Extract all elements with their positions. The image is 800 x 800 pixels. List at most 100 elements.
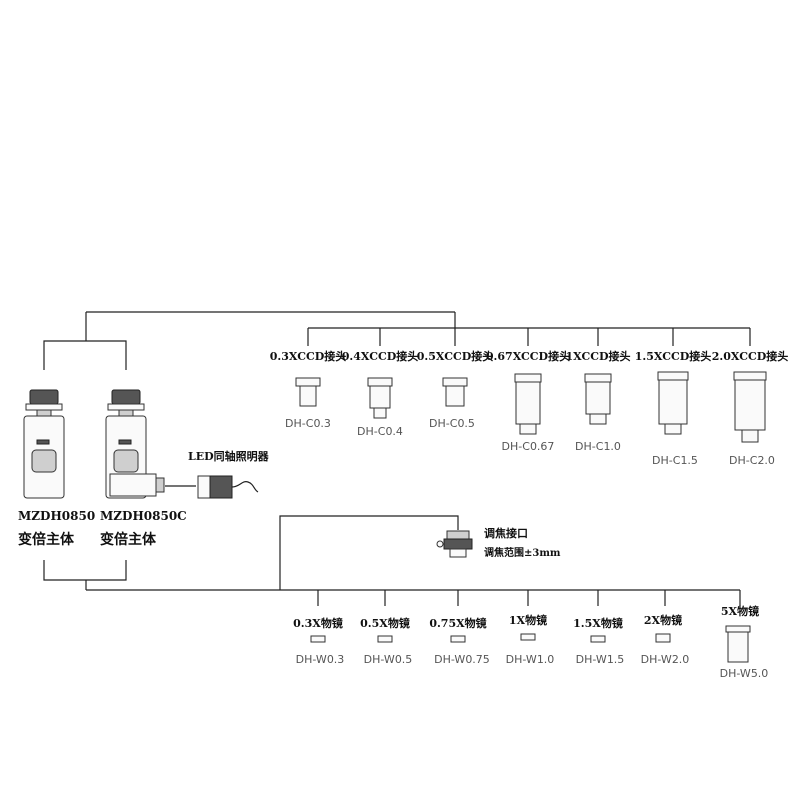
ccd-adapter-2.0x: 2.0XCCD接头 DH-C2.0: [712, 349, 789, 467]
ccd-code: DH-C0.67: [502, 440, 555, 453]
ccd-code: DH-C2.0: [729, 454, 775, 467]
objective-0.3x: 0.3X物镜 DH-W0.3: [293, 616, 344, 666]
ccd-label: 1.5XCCD接头: [635, 349, 712, 363]
objective-code: DH-W1.0: [506, 653, 555, 666]
objective-ring: [450, 635, 466, 643]
ccd-label: 2.0XCCD接头: [712, 349, 789, 363]
ccd-thread: [589, 413, 607, 425]
ccd-code: DH-C1.0: [575, 440, 621, 453]
ccd-thread: [373, 407, 387, 419]
objective-cap: [725, 625, 751, 633]
led-front: [197, 475, 211, 499]
ccd-thread: [741, 429, 759, 443]
ccd-barrel: [445, 385, 465, 407]
ccd-barrel: [369, 385, 391, 409]
objective-2x: 2X物镜 DH-W2.0: [641, 613, 690, 666]
ccd-cap: [657, 371, 689, 381]
objective-1x: 1X物镜 DH-W1.0: [506, 613, 555, 666]
ccd-cap: [295, 377, 321, 387]
objective-0.5x: 0.5X物镜 DH-W0.5: [360, 616, 412, 666]
zoom-body-1: MZDH0850 变倍主体: [18, 389, 95, 548]
ccd-barrel: [658, 379, 688, 425]
led-label: LED同轴照明器: [188, 449, 270, 463]
ccd-cap: [584, 373, 612, 383]
ccd-cap: [733, 371, 767, 381]
ccd-adapter-0.5x: 0.5XCCD接头 DH-C0.5: [417, 349, 494, 430]
led-cable: [231, 481, 259, 493]
focus-adapter-range: 调焦范围±3mm: [484, 546, 561, 559]
focus-adapter-title: 调焦接口: [484, 526, 528, 540]
objective-label: 1X物镜: [509, 613, 547, 627]
focus-link: [279, 515, 459, 590]
focus-adapter-bottom: [449, 548, 467, 558]
ccd-label: 0.67XCCD接头: [486, 349, 570, 363]
ccd-barrel: [299, 385, 317, 407]
ccd-barrel: [585, 381, 611, 415]
objective-ring: [310, 635, 326, 643]
ccd-adapter-0.67x: 0.67XCCD接头 DH-C0.67: [486, 349, 570, 453]
ccd-code: DH-C1.5: [652, 454, 698, 467]
ccd-label: 0.3XCCD接头: [270, 349, 347, 363]
objective-5x: 5X物镜 DH-W5.0: [720, 604, 769, 680]
ccd-cap: [514, 373, 542, 383]
ccd-adapter-0.4x: 0.4XCCD接头 DH-C0.4: [342, 349, 419, 438]
ccd-label: 0.4XCCD接头: [342, 349, 419, 363]
objective-label: 2X物镜: [644, 613, 682, 627]
objective-code: DH-W0.75: [434, 653, 490, 666]
body-1-collar: [25, 403, 63, 411]
body-1-knob: [29, 389, 59, 405]
body-2-name: 变倍主体: [100, 531, 157, 548]
body-2-zoom-ring: [113, 449, 139, 473]
body-2-knob: [111, 389, 141, 405]
ccd-cap: [442, 377, 468, 387]
objective-ring: [520, 633, 536, 641]
body-join-top: [43, 340, 127, 370]
objective-code: DH-W5.0: [720, 667, 769, 680]
body-2-collar: [107, 403, 145, 411]
ccd-label: 0.5XCCD接头: [417, 349, 494, 363]
body-1-zoom-ring: [31, 449, 57, 473]
led-illuminator: LED同轴照明器: [188, 449, 270, 499]
objective-label: 5X物镜: [721, 604, 759, 618]
ccd-barrel: [515, 381, 541, 425]
ccd-barrel: [734, 379, 766, 431]
body-join-bottom: [43, 560, 127, 581]
objective-label: 1.5X物镜: [573, 616, 623, 630]
ccd-code: DH-C0.4: [357, 425, 403, 438]
ccd-adapter-1.5x: 1.5XCCD接头 DH-C1.5: [635, 349, 712, 467]
objective-code: DH-W0.3: [296, 653, 345, 666]
body-1-name: 变倍主体: [18, 531, 75, 548]
objective-code: DH-W0.5: [364, 653, 413, 666]
ccd-code: DH-C0.3: [285, 417, 331, 430]
objective-label: 0.75X物镜: [429, 616, 486, 630]
focus-adapter-ring: [443, 538, 473, 550]
body-2-coaxial-port: [109, 473, 157, 497]
body-2-neck: [118, 409, 134, 417]
objective-label: 0.3X物镜: [293, 616, 343, 630]
objectives: 0.3X物镜 DH-W0.3 0.5X物镜 DH-W0.5 0.75X物镜 DH…: [293, 604, 768, 680]
ccd-thread: [664, 423, 682, 435]
body-1-neck: [36, 409, 52, 417]
focus-adapter-top: [446, 530, 470, 540]
objective-label: 0.5X物镜: [360, 616, 410, 630]
ccd-adapter-1x: 1XCCD接头 DH-C1.0: [565, 349, 630, 453]
objective-code: DH-W2.0: [641, 653, 690, 666]
body-1-model: MZDH0850: [18, 509, 95, 523]
ccd-thread: [519, 423, 537, 435]
ccd-adapter-0.3x: 0.3XCCD接头 DH-C0.3: [270, 349, 347, 430]
body-2-window: [118, 439, 132, 445]
led-body: [209, 475, 233, 499]
objective-barrel: [727, 631, 749, 663]
body-2-port-cap: [155, 477, 165, 493]
objective-ring: [377, 635, 393, 643]
objective-code: DH-W1.5: [576, 653, 625, 666]
objective-ring: [655, 633, 671, 643]
ccd-label: 1XCCD接头: [565, 349, 630, 363]
body-1-window: [36, 439, 50, 445]
ccd-adapters: 0.3XCCD接头 DH-C0.3 0.4XCCD接头 DH-C0.4 0.5X…: [270, 349, 789, 467]
connector-lines: [43, 311, 751, 606]
ccd-code: DH-C0.5: [429, 417, 475, 430]
focus-adapter: 调焦接口 调焦范围±3mm: [436, 526, 561, 559]
